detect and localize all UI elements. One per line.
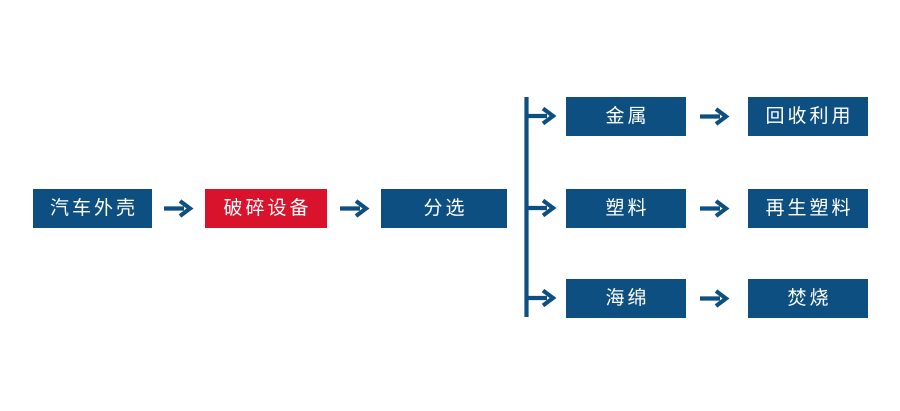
arrow-sponge-to-incineration [698, 286, 732, 311]
arrow-shredder-to-sorting [338, 196, 372, 221]
node-label: 汽车外壳 [49, 197, 138, 219]
node-material-sponge[interactable]: 海绵 [566, 279, 686, 318]
node-destination-regenerated-plastic[interactable]: 再生塑料 [748, 189, 868, 228]
node-label: 焚烧 [787, 287, 832, 309]
node-destination-recycle[interactable]: 回收利用 [748, 97, 868, 136]
node-shredder-equipment[interactable]: 破碎设备 [205, 189, 327, 228]
node-label: 再生塑料 [765, 197, 854, 219]
node-material-plastic[interactable]: 塑料 [566, 189, 686, 228]
node-input-car-shell[interactable]: 汽车外壳 [33, 189, 152, 228]
arrow-plastic-to-regenerated [698, 196, 732, 221]
node-label: 回收利用 [765, 105, 854, 127]
three-way-split-connector [519, 92, 565, 324]
node-destination-incineration[interactable]: 焚烧 [748, 279, 868, 318]
node-label: 塑料 [605, 197, 650, 219]
node-label: 分选 [423, 197, 468, 219]
node-label: 海绵 [605, 287, 650, 309]
arrow-metal-to-recycle [698, 104, 732, 129]
node-label: 金属 [605, 105, 650, 127]
node-label: 破碎设备 [223, 197, 312, 219]
node-sorting[interactable]: 分选 [381, 189, 507, 228]
arrow-input-to-shredder [162, 196, 196, 221]
node-material-metal[interactable]: 金属 [566, 97, 686, 136]
